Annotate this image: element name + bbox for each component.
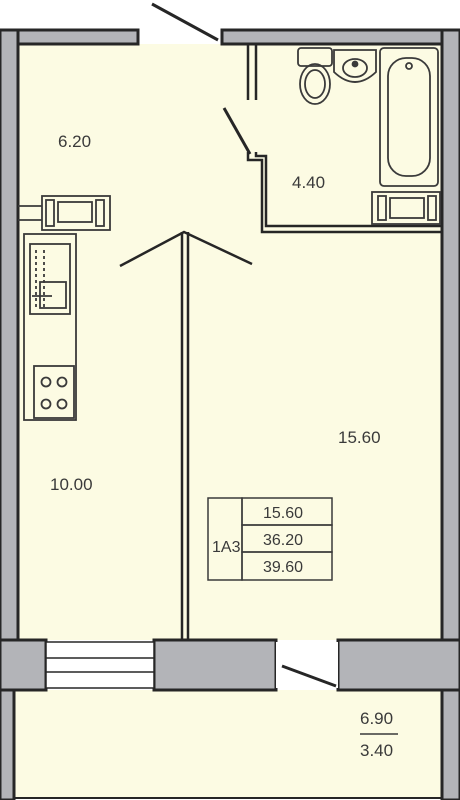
kitchen-counter: [23, 233, 77, 421]
unit-code: 1А3: [212, 539, 241, 556]
window: [45, 641, 155, 689]
bathroom-partitions: [246, 44, 442, 234]
window-frame: [45, 641, 155, 689]
hall-area-label: 6.20: [58, 132, 91, 151]
balcony-floor: [14, 690, 442, 798]
wall-left: [0, 28, 20, 642]
bathtub: [379, 47, 439, 187]
walls: [0, 28, 460, 800]
wall-right: [440, 28, 460, 642]
balcony-door-leaf: [281, 664, 337, 688]
entrance-door-leaf: [151, 2, 219, 42]
apartment-floor: [18, 44, 442, 640]
bathroom-area-label: 4.40: [292, 173, 325, 192]
wall-bottom-middle: [152, 638, 278, 692]
balcony-area-label: 6.90: [360, 709, 393, 728]
wall-top-left: [0, 28, 140, 46]
unit-info-card: [207, 497, 333, 581]
floor-areas: [14, 44, 442, 798]
wall-bottom-right: [336, 638, 460, 692]
balcony-wall-right: [440, 688, 460, 800]
toilet: [297, 47, 333, 105]
unit-living-area: 15.60: [263, 505, 303, 522]
kitchen-stove: [33, 365, 75, 419]
bathroom-door-leaf: [222, 107, 252, 155]
balcony-wall-left: [0, 688, 16, 800]
wall-bottom-left: [0, 638, 48, 692]
balcony-reduced-area-label: 3.40: [360, 741, 393, 760]
balcony-door-opening: [276, 642, 338, 688]
bathroom-sink: [333, 49, 377, 83]
living-area-label: 15.60: [338, 428, 381, 447]
kitchen-divider: [119, 230, 253, 640]
kitchen-area-label: 10.00: [50, 475, 93, 494]
kitchen-sink: [29, 243, 71, 315]
unit-total-area: 36.20: [263, 532, 303, 549]
washing-machine: [371, 191, 441, 225]
unit-total-with-balcony: 39.60: [263, 559, 303, 576]
hall-cabinet: [18, 195, 111, 231]
wall-top-right: [220, 28, 460, 46]
